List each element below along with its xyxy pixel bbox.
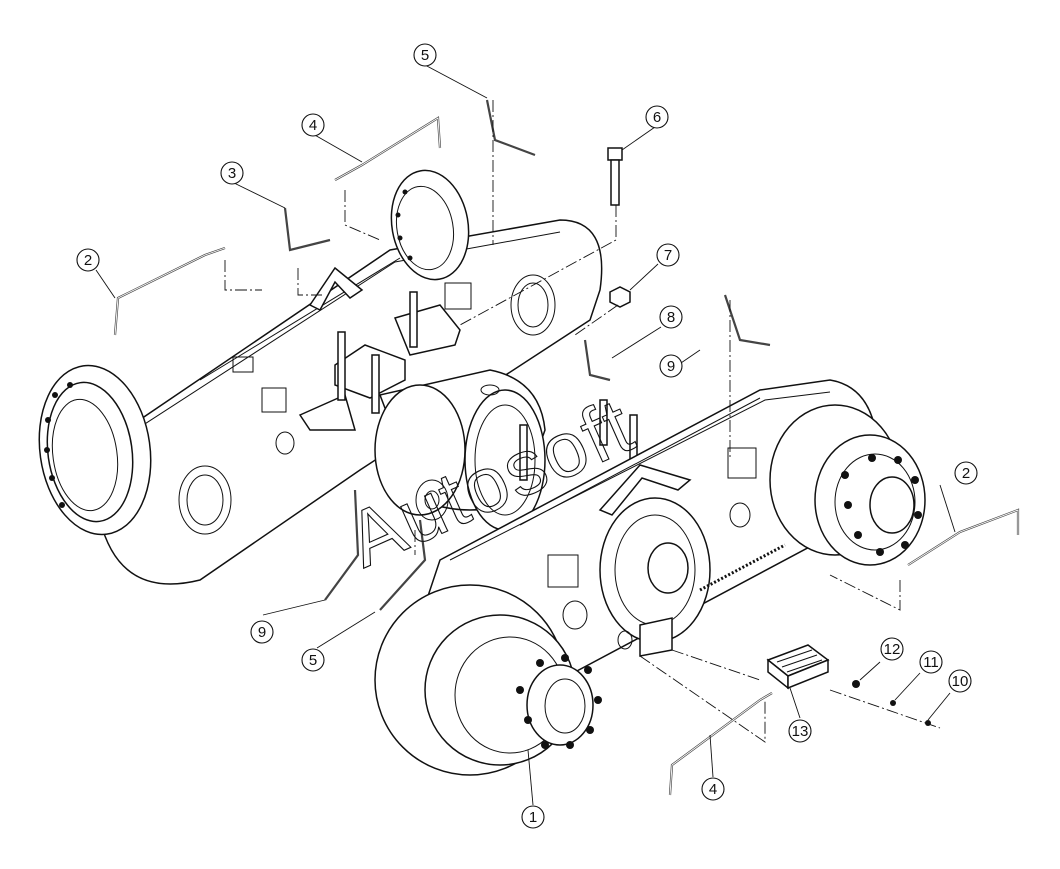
callout-2-right: 2 [954, 461, 978, 485]
callout-1: 1 [521, 805, 545, 829]
callout-10: 10 [948, 669, 972, 693]
front-bogie-housing [374, 379, 926, 776]
svg-text:8: 8 [667, 309, 675, 326]
callout-5-top: 5 [413, 43, 437, 67]
callout-4-bottom: 4 [701, 777, 725, 801]
callout-leaders [95, 64, 956, 806]
svg-text:6: 6 [653, 109, 661, 126]
washer-part-11 [890, 700, 896, 706]
svg-text:9: 9 [667, 358, 675, 375]
svg-text:7: 7 [664, 247, 672, 264]
callout-11: 11 [919, 650, 943, 674]
svg-text:2: 2 [962, 465, 970, 482]
center-lines [224, 100, 941, 743]
svg-text:1: 1 [529, 809, 537, 826]
center-trunnion [298, 291, 638, 531]
washer-part-12 [852, 680, 860, 688]
callout-2-left: 2 [76, 248, 100, 272]
callout-9-bottom: 9 [250, 620, 274, 644]
callout-3: 3 [220, 161, 244, 185]
nut-part-7 [609, 286, 631, 308]
callout-8: 8 [659, 305, 683, 329]
svg-text:3: 3 [228, 165, 236, 182]
callout-4-top: 4 [301, 113, 325, 137]
callout-13: 13 [788, 719, 812, 743]
callout-9-top: 9 [659, 354, 683, 378]
callout-5-bottom: 5 [301, 648, 325, 672]
svg-text:13: 13 [792, 723, 809, 740]
svg-text:2: 2 [84, 252, 92, 269]
svg-text:5: 5 [421, 47, 429, 64]
callout-6: 6 [645, 105, 669, 129]
cover-plate-part-13 [639, 617, 830, 690]
lubrication-lines [113, 99, 1020, 796]
callout-7: 7 [656, 243, 680, 267]
svg-text:10: 10 [952, 673, 969, 690]
rear-bogie-housing [38, 169, 603, 585]
svg-text:4: 4 [709, 781, 717, 798]
svg-text:4: 4 [309, 117, 317, 134]
svg-text:12: 12 [884, 641, 901, 658]
callout-12: 12 [880, 637, 904, 661]
bolt-part-6 [607, 147, 623, 206]
svg-text:9: 9 [258, 624, 266, 641]
svg-text:11: 11 [923, 654, 939, 671]
svg-text:5: 5 [309, 652, 317, 669]
